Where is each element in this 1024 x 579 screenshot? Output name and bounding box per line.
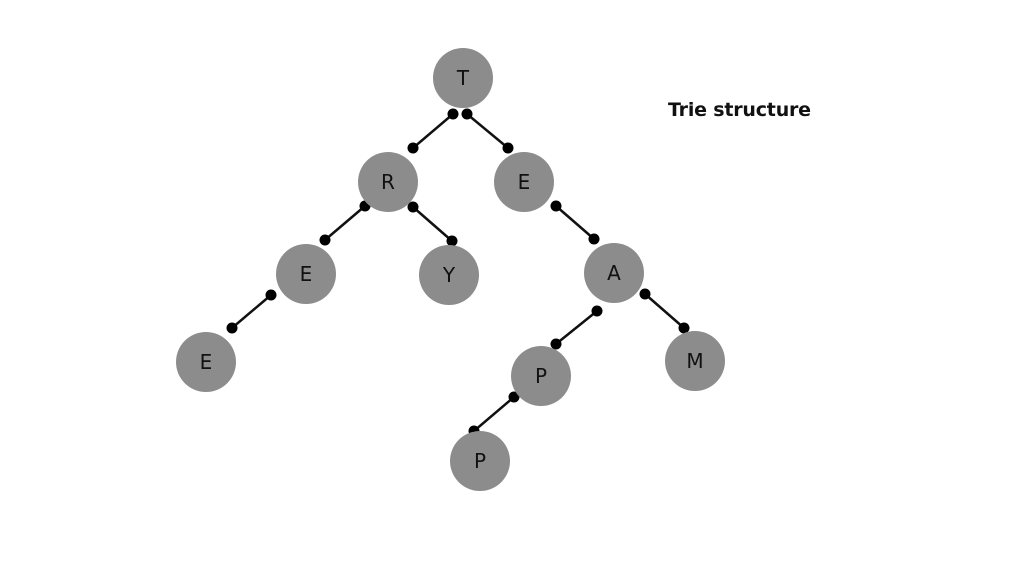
trie-node-e2: E <box>276 244 336 304</box>
edge-endpoint <box>319 234 331 246</box>
node-label: A <box>607 261 621 285</box>
edge-line <box>644 293 685 329</box>
node-label: E <box>300 262 313 286</box>
node-circle <box>450 431 510 491</box>
trie-node-y: Y <box>419 245 479 305</box>
node-label: M <box>686 349 703 373</box>
trie-node-r: R <box>358 152 418 212</box>
edge-endpoint <box>550 200 562 212</box>
edge-endpoint <box>550 338 562 350</box>
edge-r-y <box>407 201 458 247</box>
edge-endpoint <box>446 235 458 247</box>
edge-line <box>412 113 454 149</box>
edge-endpoint <box>226 322 238 334</box>
node-label: T <box>456 66 470 90</box>
edge-line <box>231 294 272 329</box>
edge-line <box>473 396 515 432</box>
diagram-title: Trie structure <box>668 99 811 121</box>
edge-endpoint <box>265 289 277 301</box>
edge-endpoint <box>591 305 603 317</box>
node-label: P <box>474 449 486 473</box>
edge-line <box>555 310 598 345</box>
trie-node-t: T <box>433 48 493 108</box>
node-label: E <box>200 350 213 374</box>
node-circle <box>665 331 725 391</box>
node-circle <box>176 332 236 392</box>
edge-e2-e3 <box>226 289 277 334</box>
edge-p1-p2 <box>468 391 520 437</box>
node-circle <box>419 245 479 305</box>
node-circle <box>584 243 644 303</box>
edge-t-r <box>407 108 459 154</box>
node-label: P <box>535 364 547 388</box>
node-circle <box>511 346 571 406</box>
trie-node-e1: E <box>494 152 554 212</box>
trie-node-p1: P <box>511 346 571 406</box>
edge-a-m <box>639 288 690 334</box>
node-circle <box>433 48 493 108</box>
trie-node-p2: P <box>450 431 510 491</box>
edge-endpoint <box>588 233 600 245</box>
edge-endpoint <box>508 391 520 403</box>
trie-node-a: A <box>584 243 644 303</box>
edge-endpoint <box>461 108 473 120</box>
edge-a-p1 <box>550 305 603 350</box>
edge-line <box>555 205 595 240</box>
edge-t-e1 <box>461 108 514 154</box>
node-label: R <box>381 170 395 194</box>
trie-node-m: M <box>665 331 725 391</box>
edge-endpoint <box>407 201 419 213</box>
edge-e1-a <box>550 200 600 245</box>
node-label: E <box>518 170 531 194</box>
node-circle <box>494 152 554 212</box>
edge-line <box>466 113 509 149</box>
edge-endpoint <box>407 142 419 154</box>
trie-node-e3: E <box>176 332 236 392</box>
edge-r-e2 <box>319 200 371 246</box>
edge-endpoint <box>502 142 514 154</box>
edge-line <box>324 205 366 241</box>
edge-endpoint <box>447 108 459 120</box>
edge-line <box>412 206 453 242</box>
edge-endpoint <box>678 322 690 334</box>
node-circle <box>276 244 336 304</box>
node-label: Y <box>442 263 456 287</box>
edge-endpoint <box>639 288 651 300</box>
node-circle <box>358 152 418 212</box>
